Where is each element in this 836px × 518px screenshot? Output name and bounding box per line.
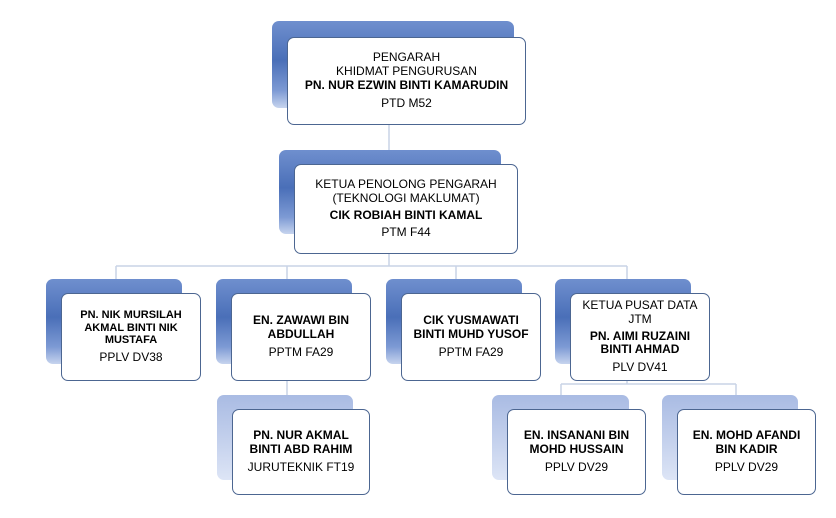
staff-1-name: PN. NIK MURSILAH AKMAL BINTI NIK MUSTAFA: [80, 309, 182, 347]
director-title: PENGARAH: [372, 50, 441, 65]
deputy-name: CIK ROBIAH BINTI KAMAL: [329, 207, 483, 222]
director-department: KHIDMAT PENGURUSAN: [336, 64, 477, 79]
staff-2-grade: PPTM FA29: [268, 344, 334, 359]
staff-2-name: EN. ZAWAWI BIN ABDULLAH: [253, 313, 349, 342]
subordinate-3-grade: PPLV DV29: [714, 459, 779, 474]
staff-4-name: PN. AIMI RUZAINI BINTI AHMAD: [589, 328, 691, 357]
deputy-title: KETUA PENOLONG PENGARAH: [315, 176, 497, 191]
subordinate-2-name: EN. INSANANI BIN MOHD HUSSAIN: [523, 428, 630, 457]
staff-1-box: PN. NIK MURSILAH AKMAL BINTI NIK MUSTAFA…: [61, 293, 201, 381]
staff-1-grade: PPLV DV38: [99, 350, 163, 365]
staff-4-box: KETUA PUSAT DATA JTM PN. AIMI RUZAINI BI…: [570, 293, 710, 381]
director-name: PN. NUR EZWIN BINTI KAMARUDIN: [304, 78, 509, 92]
subordinate-3-box: EN. MOHD AFANDI BIN KADIR PPLV DV29: [677, 409, 816, 495]
subordinate-1-name: PN. NUR AKMAL BINTI ABD RAHIM: [249, 428, 353, 457]
staff-3-grade: PPTM FA29: [438, 344, 504, 359]
subordinate-3-name: EN. MOHD AFANDI BIN KADIR: [692, 428, 801, 457]
staff-4-grade: PLV DV41: [612, 360, 668, 375]
staff-3-name: CIK YUSMAWATI BINTI MUHD YUSOF: [413, 313, 529, 342]
director-grade: PTD M52: [381, 95, 432, 110]
staff-3-box: CIK YUSMAWATI BINTI MUHD YUSOF PPTM FA29: [401, 293, 541, 381]
staff-2-box: EN. ZAWAWI BIN ABDULLAH PPTM FA29: [231, 293, 371, 381]
director-box: PENGARAH KHIDMAT PENGURUSAN PN. NUR EZWI…: [287, 37, 526, 125]
staff-4-title: KETUA PUSAT DATA JTM: [582, 298, 698, 326]
deputy-grade: PTM F44: [381, 225, 431, 240]
subordinate-1-box: PN. NUR AKMAL BINTI ABD RAHIM JURUTEKNIK…: [232, 409, 370, 495]
subordinate-2-grade: PPLV DV29: [544, 459, 609, 474]
deputy-department: (TEKNOLOGI MAKLUMAT): [332, 190, 480, 205]
subordinate-1-grade: JURUTEKNIK FT19: [247, 459, 355, 474]
deputy-box: KETUA PENOLONG PENGARAH (TEKNOLOGI MAKLU…: [294, 164, 518, 254]
subordinate-2-box: EN. INSANANI BIN MOHD HUSSAIN PPLV DV29: [507, 409, 646, 495]
